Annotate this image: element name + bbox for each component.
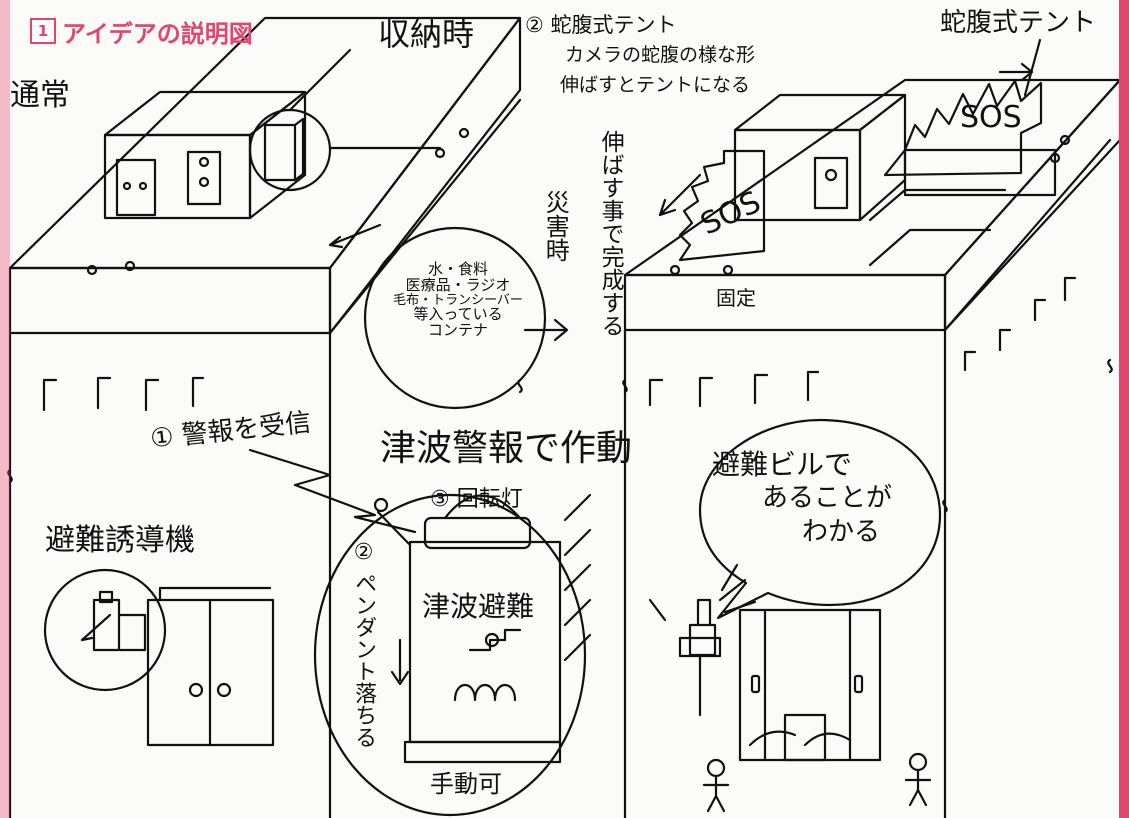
middle-arrow <box>523 318 569 342</box>
activate-title: 津波警報で作動 <box>380 428 633 469</box>
right-roof-tents <box>658 38 1071 267</box>
device-detail <box>313 493 592 817</box>
container-note-line: 水・食料 <box>427 260 488 278</box>
badge-number: 1 <box>30 18 56 44</box>
tent-note-line: 伸ばすとテントになる <box>560 74 751 96</box>
label-normal: 通常 <box>10 78 70 113</box>
right-page-edge <box>1119 0 1129 818</box>
sos-sign: SOS <box>960 100 1022 135</box>
right-building <box>622 78 1122 818</box>
container-note-line: 医療品・ラジオ <box>405 275 511 294</box>
light-label: ③ 回転灯 <box>430 487 523 512</box>
signal-lightning <box>248 448 417 534</box>
speech-line: わかる <box>802 516 881 547</box>
tent-note-title: ② 蛇腹式テント <box>525 13 677 37</box>
speech-line: あることが <box>762 483 893 514</box>
guide-device-label: 避難誘導機 <box>45 523 195 558</box>
container-note: 水・食料 医療品・ラジオ 毛布・トランシーバー 等入っている コンテナ <box>388 260 528 339</box>
tent-note-line: カメラの蛇腹の様な形 <box>565 44 756 66</box>
speech-text: 避難ビルで あることが わかる <box>712 450 932 546</box>
extend-note: 伸ばす事で完成する <box>597 130 624 337</box>
left-page-edge <box>0 0 10 818</box>
contents-bubble <box>363 226 547 410</box>
left-roof-containers <box>103 48 442 249</box>
pendant-label: ② ペンダント落ちる <box>351 540 377 748</box>
container-note-line: 毛布・トランシーバー <box>393 292 523 308</box>
tent-label: 蛇腹式テント <box>940 8 1097 38</box>
label-storage: 収納時 <box>378 15 475 53</box>
speech-bubble-right <box>698 418 942 620</box>
fix-label: 固定 <box>716 286 756 310</box>
manual-label: 手動可 <box>430 770 502 798</box>
speech-line: 避難ビルで <box>712 448 853 481</box>
container-note-line: 等入っている <box>413 305 503 324</box>
left-entrance <box>43 568 275 747</box>
container-note-line: コンテナ <box>427 320 488 339</box>
page-title: アイデアの説明図 <box>62 19 253 48</box>
disaster-label: 災害時 <box>541 190 570 262</box>
header-badge: 1 アイデアの説明図 <box>30 14 253 48</box>
device-sign-text: 津波避難 <box>422 590 535 623</box>
right-entrance <box>648 563 932 813</box>
